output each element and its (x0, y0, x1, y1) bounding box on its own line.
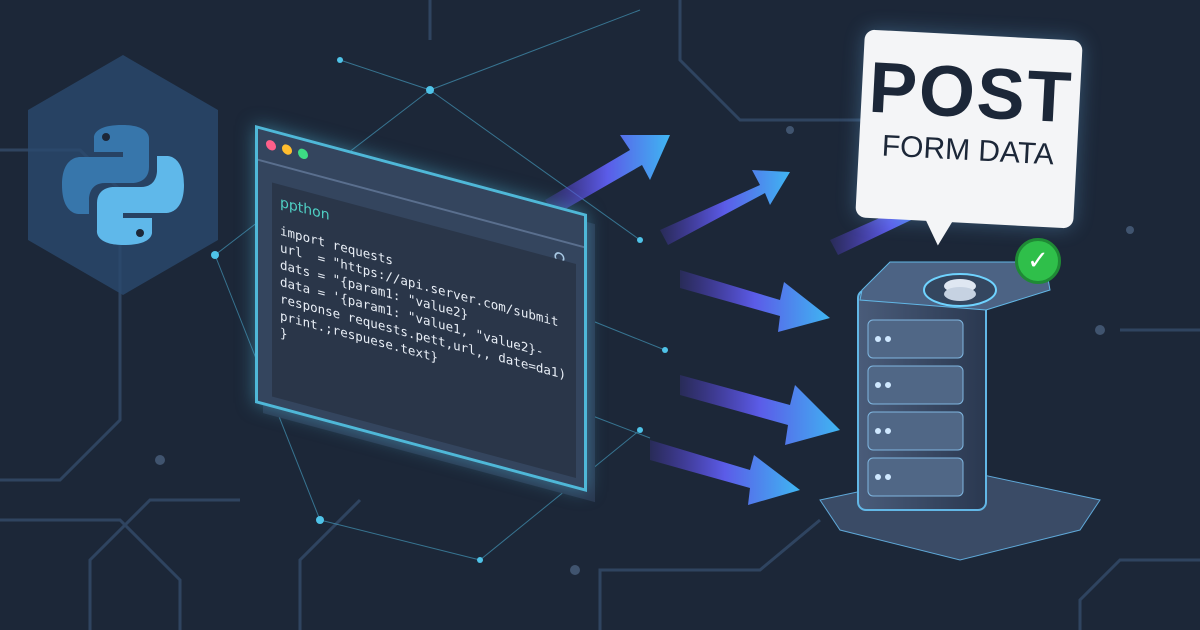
network-nodes (211, 57, 668, 563)
server (819, 261, 1101, 561)
post-speech-bubble: POST FORM DATA (855, 29, 1083, 229)
python-logo-hexagon (28, 55, 218, 295)
arrow-up-1 (545, 135, 670, 215)
maximize-dot[interactable] (298, 147, 308, 161)
minimize-dot[interactable] (282, 143, 292, 156)
python-logo-icon (62, 125, 184, 245)
arrow-right-3 (650, 440, 800, 505)
checkmark-icon: ✓ (1015, 238, 1061, 284)
arrow-up-2 (660, 170, 790, 245)
close-dot[interactable] (266, 138, 276, 152)
arrow-right-1 (680, 270, 830, 332)
bubble-title: POST (866, 47, 1075, 139)
arrow-right-2 (680, 375, 840, 445)
